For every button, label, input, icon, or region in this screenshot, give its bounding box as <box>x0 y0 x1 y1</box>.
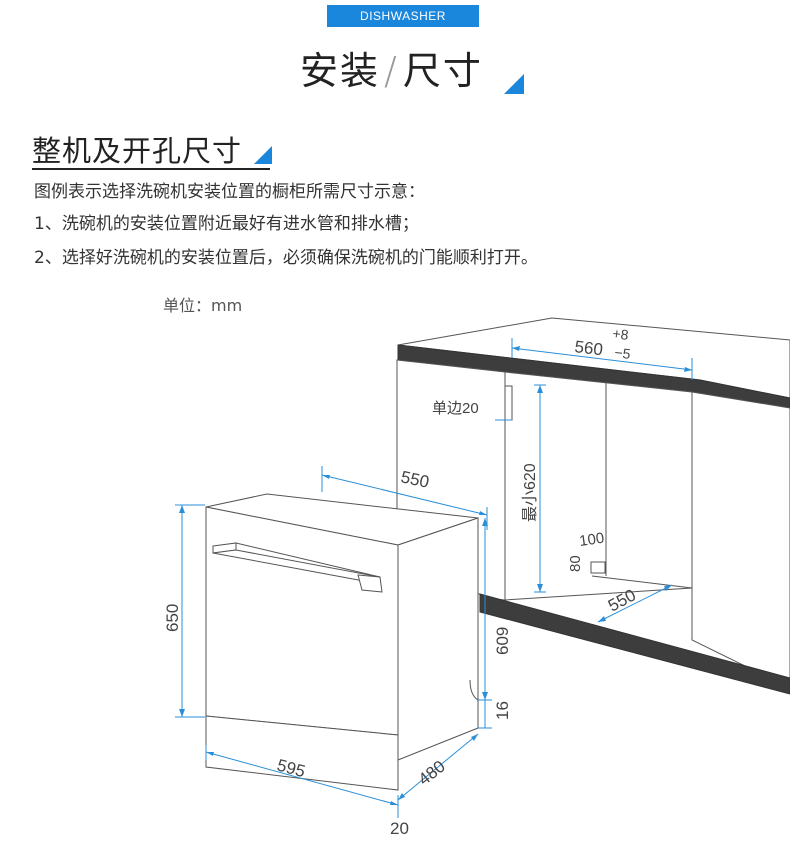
title-size: 尺寸 <box>402 49 483 93</box>
label-min-height: 最小620 <box>521 463 539 522</box>
label-unit-depth-bottom: 480 <box>415 757 449 789</box>
section-underline <box>32 168 270 170</box>
label-door-height: 609 <box>493 627 512 655</box>
title-install: 安装 <box>300 49 381 93</box>
label-unit-height: 650 <box>163 604 182 632</box>
unit-label: 单位：mm <box>163 296 243 315</box>
dishwasher-side <box>397 517 479 761</box>
section-title: 整机及开孔尺寸 <box>32 134 243 168</box>
cabinet-right-panel <box>691 391 790 689</box>
label-hole-height: 80 <box>567 555 584 572</box>
title-corner-triangle <box>504 74 524 94</box>
title-separator: / <box>384 49 399 93</box>
label-hole-width: 100 <box>578 530 605 550</box>
description-point-2: 2、选择好洗碗机的安装位置后，必须确保洗碗机的门能顺利打开。 <box>34 248 538 268</box>
label-plinth-height: 16 <box>493 701 512 720</box>
section-corner-triangle <box>254 146 272 164</box>
label-tol-minus: −5 <box>614 344 632 362</box>
label-side-margin: 单边20 <box>432 400 479 417</box>
label-cabinet-width: 560 <box>574 337 604 359</box>
description-point-1: 1、洗碗机的安装位置附近最好有进水管和排水槽； <box>34 214 419 234</box>
dishwasher <box>205 493 479 791</box>
dishwasher-door <box>205 506 399 736</box>
description-intro: 图例表示选择洗碗机安装位置的橱柜所需尺寸示意： <box>34 182 425 202</box>
pipe-hole <box>590 561 606 574</box>
category-badge: DISHWASHER <box>327 5 479 27</box>
cabinet-plinth <box>479 593 790 695</box>
dimension-arrows <box>179 346 692 805</box>
label-bottom-offset: 20 <box>390 819 409 838</box>
dimension-lines <box>175 338 693 818</box>
page-title: 安装/尺寸 <box>300 40 483 95</box>
label-tol-plus: +8 <box>612 325 630 343</box>
